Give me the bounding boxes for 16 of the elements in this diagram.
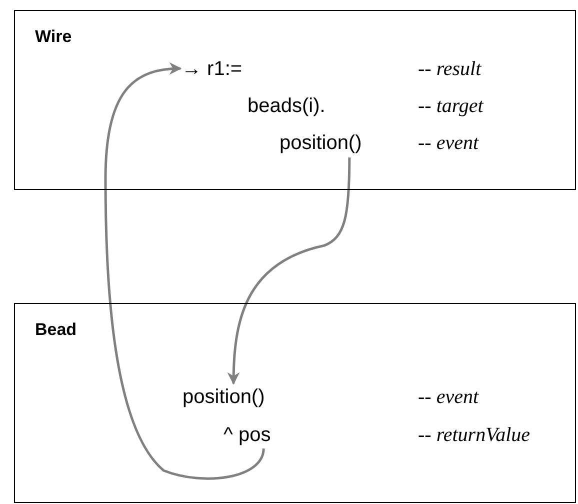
comment-text: -- event <box>418 385 479 409</box>
arrow <box>104 62 265 480</box>
code-text: position() <box>182 384 265 408</box>
arrow <box>227 158 351 385</box>
class-box <box>14 10 576 190</box>
comment-text: -- target <box>418 94 484 118</box>
box-title: Bead <box>35 320 77 340</box>
comment-text: -- result <box>418 57 482 81</box>
class-box <box>14 303 576 503</box>
comment-text: -- returnValue <box>418 423 530 447</box>
comment-text: -- event <box>418 131 479 155</box>
code-text: → r1:= <box>182 56 242 80</box>
code-text: beads(i). <box>248 94 326 118</box>
code-text: ^ pos <box>224 422 271 446</box>
box-title: Wire <box>35 27 72 47</box>
code-text: position() <box>280 130 362 154</box>
